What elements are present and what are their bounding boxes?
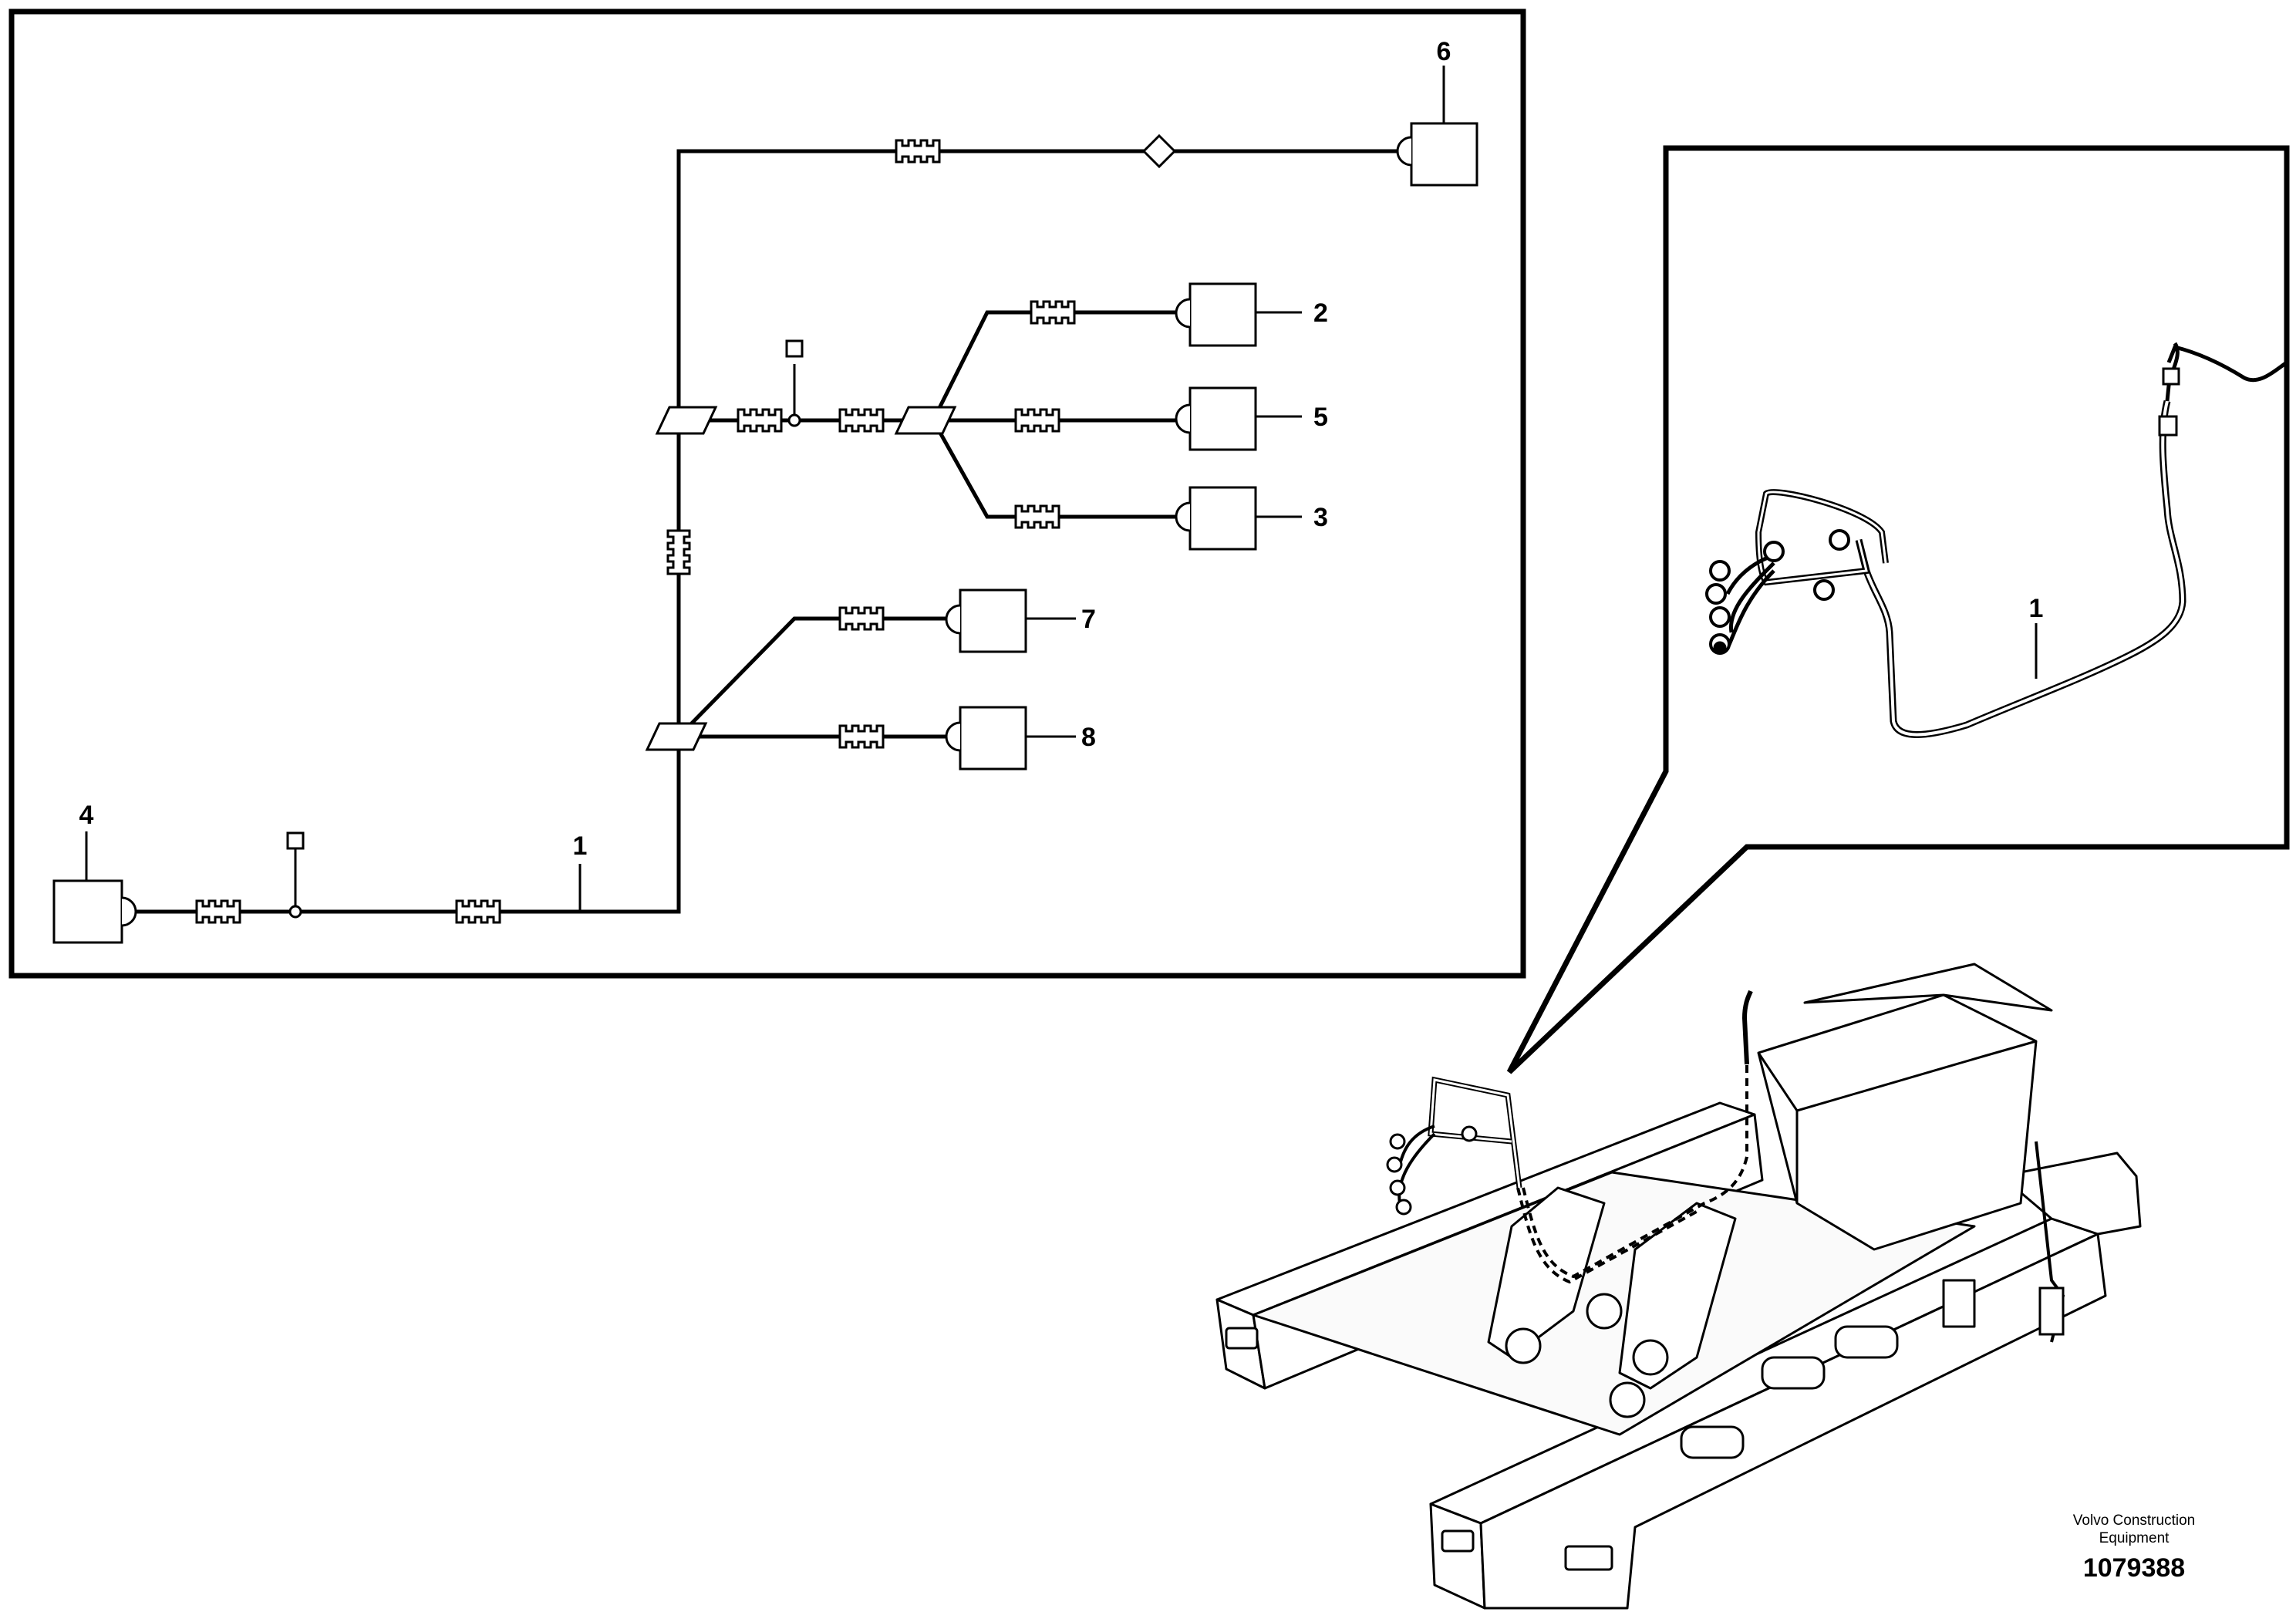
component-6	[1410, 122, 1478, 187]
plug-icon	[945, 721, 961, 752]
splice-lower	[645, 722, 708, 751]
callout-4: 4	[79, 801, 94, 830]
diamond-symbol	[1141, 133, 1177, 169]
machine-harness	[1386, 990, 2065, 1343]
ground-square	[785, 339, 804, 358]
plug-icon	[1175, 501, 1191, 532]
callout-1: 1	[573, 831, 588, 861]
plug-icon	[1175, 298, 1191, 329]
detail-callout-1: 1	[2029, 594, 2044, 623]
part-number: 1079388	[2082, 1553, 2186, 1583]
plug-icon	[1175, 403, 1191, 434]
junction-dot	[288, 905, 302, 919]
component-7	[959, 588, 1027, 653]
plug-icon	[1396, 136, 1412, 167]
schematic-panel: 6 2 5 3 7 8 4 1	[8, 8, 1526, 979]
manufacturer-name: Volvo Construction Equipment	[2072, 1512, 2196, 1546]
footer: Volvo Construction Equipment 1079388	[2049, 1512, 2219, 1583]
plug-icon	[121, 896, 137, 927]
callout-8: 8	[1081, 723, 1096, 752]
harness-detail-drawing	[1705, 342, 2288, 738]
callout-7: 7	[1081, 605, 1096, 634]
callout-5: 5	[1313, 403, 1328, 432]
component-4	[52, 879, 123, 944]
splice-branch	[894, 406, 957, 435]
callout-3: 3	[1313, 503, 1328, 532]
component-5	[1188, 386, 1257, 451]
plug-icon	[945, 604, 961, 635]
splice-upper	[655, 406, 718, 435]
ground-square	[286, 831, 305, 850]
callout-2: 2	[1313, 298, 1328, 328]
callout-6: 6	[1437, 37, 1451, 66]
machine-frame-illustration	[1215, 963, 2142, 1610]
component-2	[1188, 282, 1257, 347]
detail-panel: 1	[1506, 145, 2290, 1074]
component-8	[959, 706, 1027, 771]
junction-dot	[787, 413, 801, 427]
component-3	[1188, 486, 1257, 551]
